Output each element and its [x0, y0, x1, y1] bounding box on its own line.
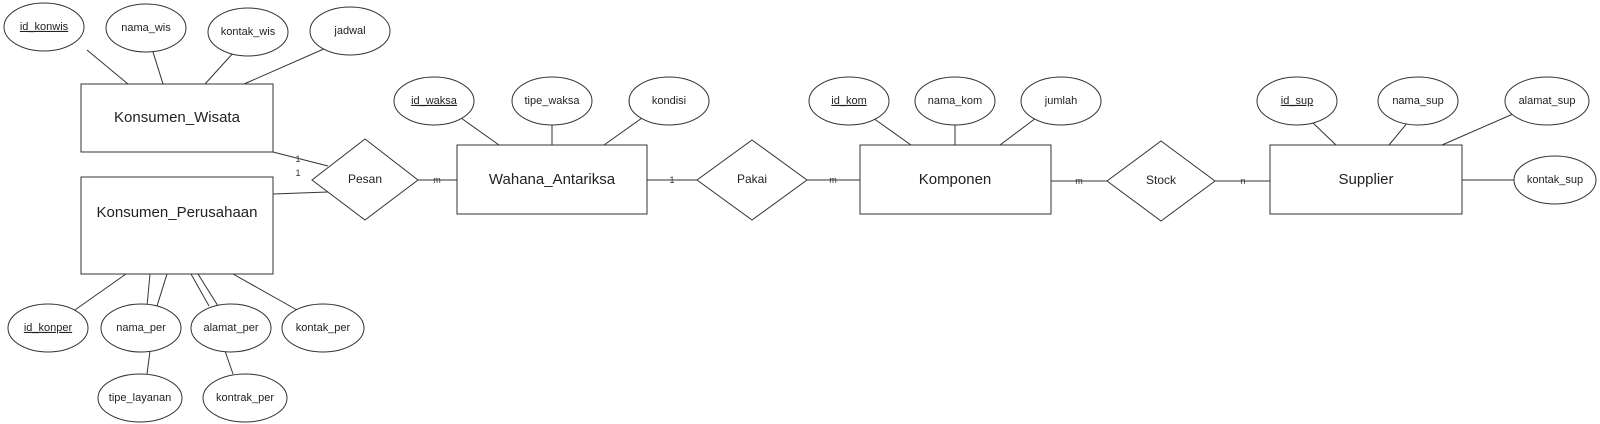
attribute-kontrak-per: kontrak_per — [202, 373, 288, 423]
attribute-nama-per: nama_per — [100, 303, 182, 353]
attribute-label: id_kom — [831, 95, 866, 107]
attribute-jumlah: jumlah — [1020, 76, 1102, 126]
attribute-tipe-waksa: tipe_waksa — [511, 76, 593, 126]
entity-konsumen-wisata: Konsumen_Wisata — [80, 83, 274, 153]
entity-wahana-antariksa: Wahana_Antariksa — [456, 144, 648, 215]
relationship-stock: Stock — [1106, 140, 1216, 222]
attribute-jadwal: jadwal — [309, 6, 391, 56]
attribute-label: tipe_waksa — [524, 95, 580, 107]
attribute-label: kontrak_per — [216, 392, 274, 404]
relationship-pakai: Pakai — [696, 139, 808, 221]
attribute-kontak-per: kontak_per — [281, 303, 365, 353]
attribute-label: nama_wis — [121, 22, 171, 34]
attribute-label: kontak_sup — [1527, 174, 1583, 186]
attribute-id-konwis: id_konwis — [3, 2, 85, 52]
attribute-label: nama_sup — [1392, 95, 1443, 107]
attribute-id-sup: id_sup — [1256, 76, 1338, 126]
attribute-kontak-wis: kontak_wis — [207, 7, 289, 57]
attribute-label: id_sup — [1281, 95, 1313, 107]
cardinality-wahana-pakai: 1 — [669, 175, 674, 185]
attribute-label: kontak_per — [296, 322, 351, 334]
entity-label: Wahana_Antariksa — [489, 171, 616, 188]
relationship-pesan: Pesan — [311, 138, 419, 221]
cardinality-perusahaan-pesan: 1 — [295, 168, 300, 178]
cardinality-stock-supplier: n — [1240, 176, 1245, 186]
attribute-label: nama_per — [116, 322, 166, 334]
attribute-nama-wis: nama_wis — [105, 3, 187, 53]
entity-konsumen-perusahaan: Konsumen_Perusahaan — [80, 176, 274, 275]
relationship-label: Stock — [1146, 173, 1177, 187]
cardinality-wisata-pesan: 1 — [295, 154, 300, 164]
attribute-label: id_konper — [24, 322, 73, 334]
attribute-nama-kom: nama_kom — [914, 76, 996, 126]
attribute-nama-sup: nama_sup — [1377, 76, 1459, 126]
attribute-tipe-layanan: tipe_layanan — [97, 373, 183, 423]
attribute-kontak-sup: kontak_sup — [1513, 155, 1597, 205]
attribute-kondisi: kondisi — [628, 76, 710, 126]
cardinality-pesan-wahana: m — [433, 175, 441, 185]
attribute-id-konper: id_konper — [7, 303, 89, 353]
entity-label: Konsumen_Perusahaan — [97, 204, 258, 221]
attribute-label: jumlah — [1044, 95, 1077, 107]
attribute-label: id_konwis — [20, 21, 69, 33]
relationship-label: Pakai — [737, 172, 767, 186]
attribute-id-kom: id_kom — [808, 76, 890, 126]
attribute-label: alamat_sup — [1519, 95, 1576, 107]
entity-label: Konsumen_Wisata — [114, 109, 241, 126]
attribute-label: kontak_wis — [221, 26, 276, 38]
entity-komponen: Komponen — [859, 144, 1052, 215]
attribute-label: id_waksa — [411, 95, 458, 107]
connector-lines — [71, 47, 1514, 375]
attribute-id-waksa: id_waksa — [393, 76, 475, 126]
attribute-label: nama_kom — [928, 95, 982, 107]
attribute-alamat-per: alamat_per — [190, 303, 272, 353]
cardinality-komponen-stock: m — [1075, 176, 1083, 186]
entity-label: Supplier — [1338, 171, 1393, 188]
attribute-label: kondisi — [652, 95, 686, 107]
relationship-label: Pesan — [348, 172, 382, 186]
cardinality-labels: 1 1 m 1 m m n — [295, 154, 1245, 186]
attribute-label: alamat_per — [203, 322, 258, 334]
cardinality-pakai-komponen: m — [829, 175, 837, 185]
attribute-label: jadwal — [333, 25, 365, 37]
attribute-alamat-sup: alamat_sup — [1504, 76, 1590, 126]
attribute-label: tipe_layanan — [109, 392, 171, 404]
entity-label: Komponen — [919, 171, 992, 188]
entity-supplier: Supplier — [1269, 144, 1463, 215]
